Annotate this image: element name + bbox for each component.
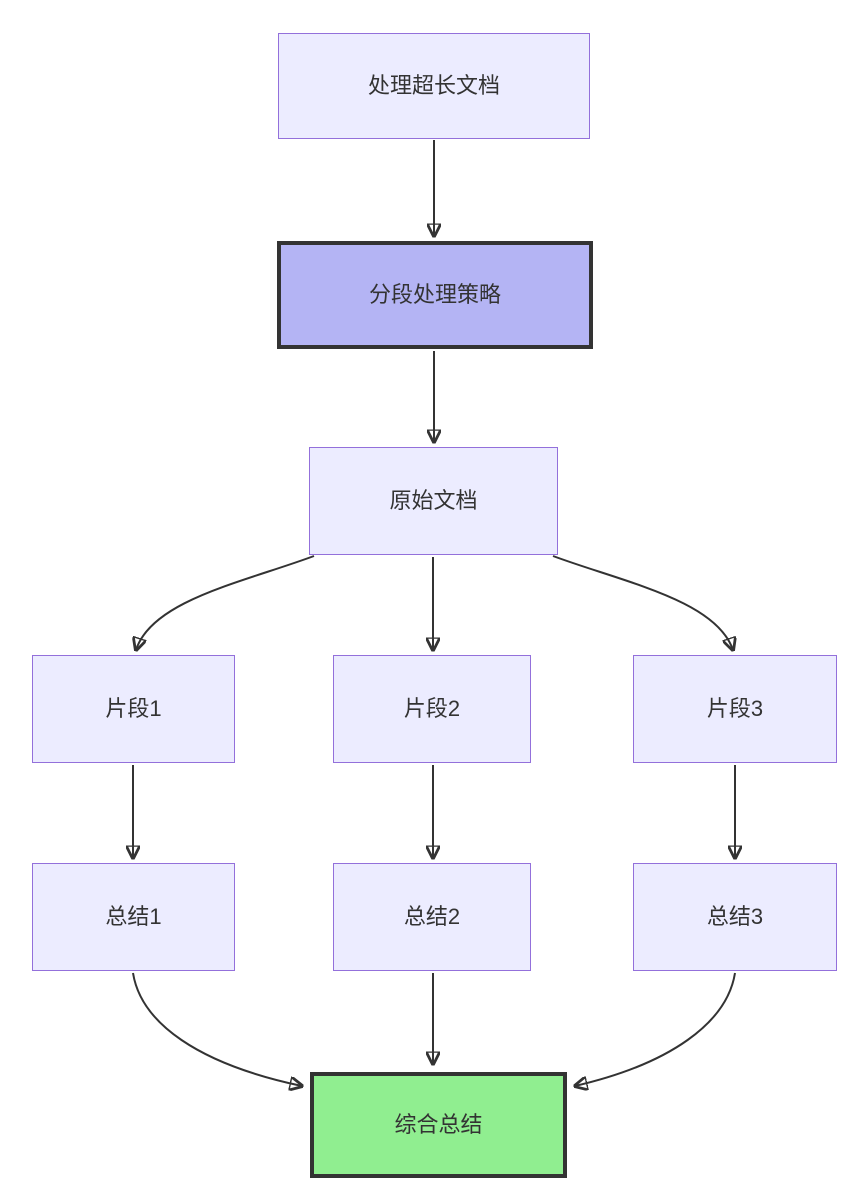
node-segment-2: 片段2 <box>333 655 531 763</box>
node-final-summary-label: 综合总结 <box>394 1111 483 1137</box>
node-summary-2-label: 总结2 <box>403 903 461 929</box>
node-segment-1: 片段1 <box>32 655 235 763</box>
edge-original-to-seg1 <box>136 555 315 650</box>
node-segment-1-label: 片段1 <box>105 695 162 721</box>
edge-sum1-to-final <box>132 972 302 1086</box>
node-summary-3: 总结3 <box>633 863 837 971</box>
node-original-document-label: 原始文档 <box>389 487 478 513</box>
node-summary-1-label: 总结1 <box>105 903 162 929</box>
node-final-summary: 综合总结 <box>310 1072 567 1178</box>
edge-sum3-to-final <box>575 972 736 1086</box>
edge-original-to-seg3 <box>552 555 733 650</box>
node-summary-1: 总结1 <box>32 863 235 971</box>
node-segment-2-label: 片段2 <box>403 695 461 721</box>
node-process-doc-label: 处理超长文档 <box>367 72 500 98</box>
node-summary-3-label: 总结3 <box>706 903 764 929</box>
node-summary-2: 总结2 <box>333 863 531 971</box>
node-process-doc: 处理超长文档 <box>278 33 590 139</box>
node-segment-3: 片段3 <box>633 655 837 763</box>
node-original-document: 原始文档 <box>309 447 558 555</box>
node-segment-3-label: 片段3 <box>706 695 764 721</box>
node-strategy-label: 分段处理策略 <box>368 281 501 307</box>
node-strategy: 分段处理策略 <box>277 241 593 349</box>
